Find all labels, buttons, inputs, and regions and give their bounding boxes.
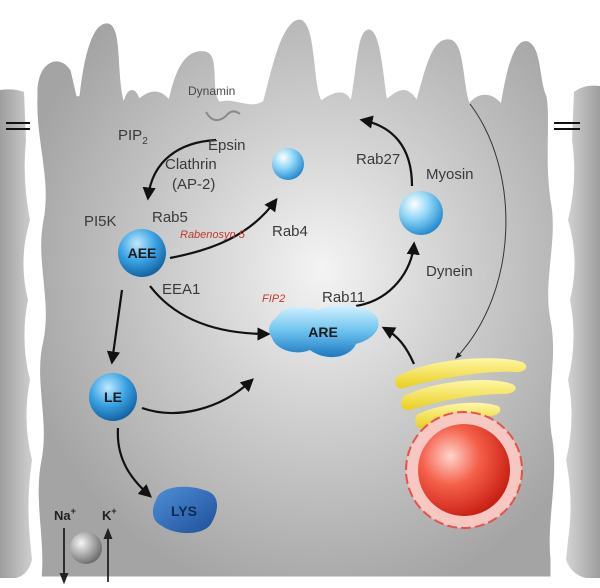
tight-junction-right-icon	[554, 122, 580, 130]
myosin-vesicle	[399, 191, 443, 235]
aee-label: AEE	[128, 245, 157, 261]
neighbor-cell-right	[566, 85, 600, 578]
ap2-label: (AP-2)	[172, 176, 215, 193]
eea1-label: EEA1	[162, 281, 200, 298]
lys-label: LYS	[171, 503, 197, 519]
arrow-membrane-to-golgi	[455, 103, 507, 360]
arrow-golgi-to-are	[381, 326, 416, 365]
arrow-aee-to-rab4	[169, 197, 278, 260]
epsin-label: Epsin	[208, 137, 246, 154]
dynamin-label: Dynamin	[188, 84, 235, 98]
pi5k-label: PI5K	[84, 213, 117, 230]
arrow-aee-to-le	[106, 289, 124, 365]
rab11-label: Rab11	[322, 289, 365, 306]
pip2-label: PIP2	[118, 127, 148, 147]
aee-compartment: AEE	[118, 229, 166, 277]
neighbor-cell-left	[0, 89, 32, 578]
clathrin-label: Clathrin	[165, 156, 217, 173]
pathway-arrows	[106, 103, 507, 498]
lys-compartment: LYS	[152, 486, 218, 534]
arrow-are-to-myosin	[355, 241, 420, 308]
rab4-label: Rab4	[272, 223, 308, 240]
arrow-endocytosis	[142, 138, 217, 201]
potassium-ion-label: K+	[102, 506, 117, 523]
are-compartment: ARE	[269, 305, 379, 358]
rab4-vesicle	[272, 148, 304, 180]
arrow-le-to-are	[141, 378, 254, 415]
nucleus-with-pores-icon	[405, 411, 523, 529]
are-label: ARE	[308, 324, 338, 340]
sodium-ion-label: Na+	[54, 506, 76, 523]
myosin-label: Myosin	[426, 166, 474, 183]
tight-junction-left-icon	[6, 122, 30, 130]
ion-pump-icon	[59, 527, 113, 585]
clathrin-pit-icon	[205, 110, 241, 122]
fip2-label: FIP2	[262, 293, 285, 305]
le-label: LE	[104, 389, 122, 405]
rab5-label: Rab5	[152, 209, 188, 226]
rabenosyn5-label: Rabenosyn 5	[180, 229, 246, 241]
arrow-le-to-lys	[116, 427, 152, 498]
arrow-myosin-to-membrane	[359, 115, 414, 187]
arrow-aee-to-are	[149, 285, 271, 341]
dynein-label: Dynein	[426, 263, 473, 280]
rab27-label: Rab27	[356, 151, 400, 168]
le-compartment: LE	[89, 373, 137, 421]
